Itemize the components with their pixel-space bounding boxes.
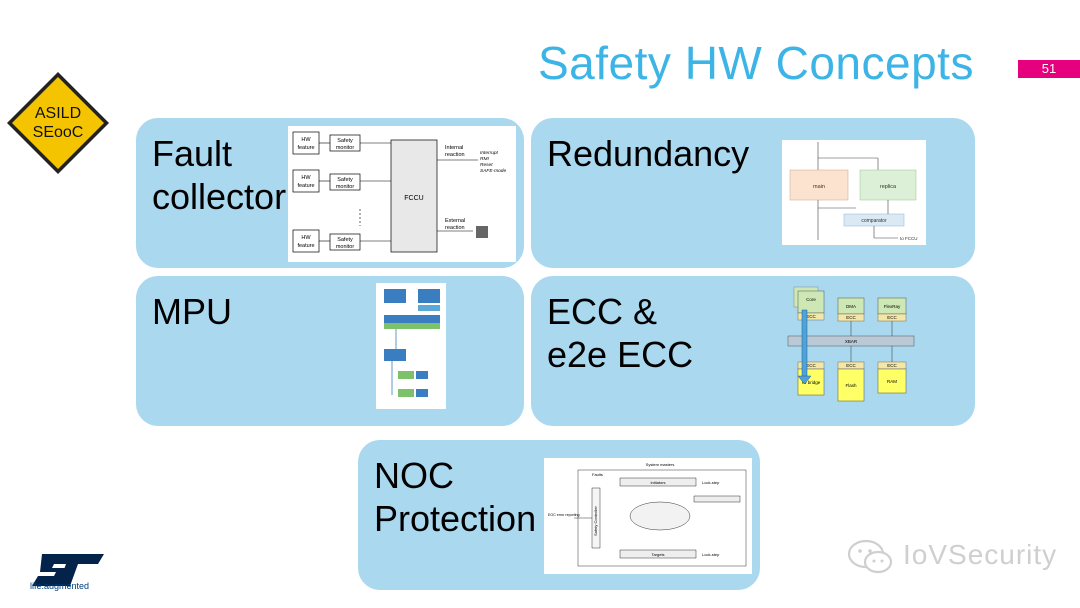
ecc-label: ECC [887,363,897,368]
comparator-label: comparator [861,218,887,224]
noc-protection-label: NOC Protection [374,454,536,540]
mpu-label: MPU [152,291,232,332]
reaction-label: reaction [445,225,465,231]
external-label: External [445,218,465,224]
ecc-label: ECC [806,314,816,319]
ecc-label: ECC [806,363,816,368]
asild-warning-sign-icon: ASILD SEooC [7,72,109,174]
output-interrupt: Interrupt [480,150,499,156]
xbar-label: XBAR [845,339,858,344]
error-reporting-label: EOC error reporting [548,513,580,517]
fault-collector-diagram: HW feature Safety monitor HW feature Saf… [288,126,516,262]
monitor-label: monitor [336,244,355,250]
redundancy-label: Redundancy [547,133,750,174]
bridge-label: IO bridge [802,380,821,385]
badge-line-1: ASILD [35,105,81,122]
fault-collector-label: Fault collector [152,132,286,218]
output-safe-mode: SAFE-mode [480,168,506,174]
system-masters-label: System masters [646,462,675,467]
hw-label: HW [301,175,311,181]
core-label: Core [806,297,816,302]
lock-step-label: Lock-step [702,552,720,557]
monitor-label: monitor [336,184,355,190]
st-logo-icon [32,554,104,586]
ecc-label: ECC [887,315,897,320]
fault-label-line-1: Fault [152,133,233,174]
feature-label: feature [297,145,314,151]
hw-label: HW [301,137,311,143]
safety-label: Safety [337,177,353,183]
flexray-label: FlexRay [884,304,901,309]
ecc-label: ECC [846,315,856,320]
flash-label: Flash [845,383,857,388]
fccu-label: FCCU [404,195,423,202]
page-number-badge: 51 [1018,60,1080,78]
redundancy-diagram: main replica comparator to FCCU [782,140,926,245]
noc-label-line-1: NOC [374,455,454,496]
actuator-icon [476,226,488,238]
watermark-text: IoVSecurity [903,539,1058,570]
main-label: main [813,184,825,190]
safety-controller-label: Safety Controller [593,506,598,536]
mpu-card [136,276,524,426]
hw-label: HW [301,235,311,241]
faults-label: Faults [592,472,603,477]
badge-line-2: SEooC [33,124,84,141]
feature-label: feature [297,243,314,249]
page-title: Safety HW Concepts [538,37,974,89]
targets-label: Targets [651,552,664,557]
dma-label: DMA [846,304,856,309]
safety-label: Safety [337,138,353,144]
st-tagline: life.augmented [30,581,90,591]
ecc-label-line-1: ECC & [547,291,658,332]
ram-label: RAM [887,379,897,384]
ecc-label-line-2: e2e ECC [547,334,694,375]
fault-label-line-2: collector [152,176,287,217]
ecc-label: ECC & e2e ECC [547,290,693,376]
initiators-label: Initiators [650,480,665,485]
wechat-icon [847,539,893,574]
noc-protection-diagram: System masters Faults Initiators Lock-st… [544,458,752,574]
feature-label: feature [297,183,314,189]
output-rmi: RMI [480,156,489,162]
replica-label: replica [880,184,897,190]
lock-step-label: Lock-step [702,480,720,485]
reaction-label: reaction [445,152,465,158]
safety-label: Safety [337,237,353,243]
to-fccu-label: to FCCU [900,236,918,241]
internal-label: Internal [445,145,463,151]
mpu-diagram [376,283,446,409]
noc-label-line-2: Protection [374,498,537,539]
monitor-label: monitor [336,145,355,151]
ecc-diagram: Core ECC DMA ECC FlexRay ECC XBAR ECC IO… [787,286,915,402]
output-reset: Reset [480,162,493,168]
ecc-label: ECC [846,363,856,368]
